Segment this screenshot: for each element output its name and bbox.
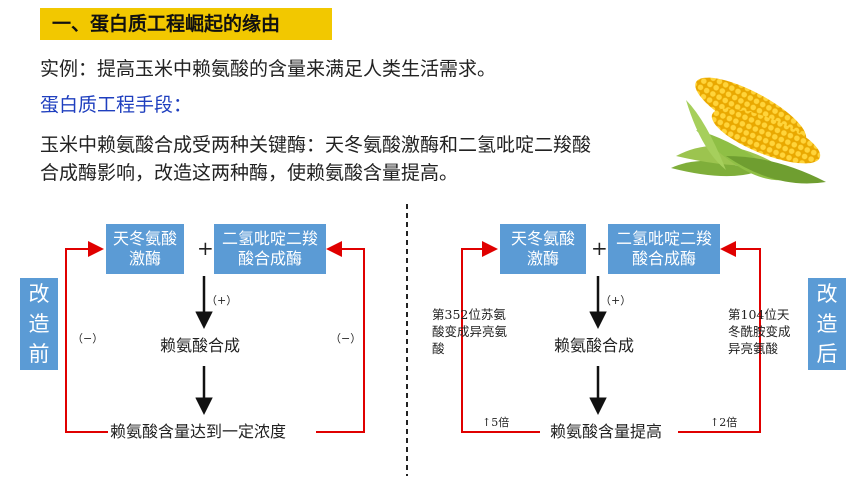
page-title: 一、蛋白质工程崛起的缘由	[52, 13, 281, 35]
before-side-label: 改造前	[20, 278, 58, 370]
feedback-loop-left-after	[461, 241, 540, 433]
corn-image	[671, 77, 826, 184]
plus-sign-before: +	[197, 236, 214, 260]
feedback-loop-left-before	[65, 241, 108, 433]
divider	[406, 204, 408, 476]
plus-sign-after: +	[591, 236, 608, 260]
paragraph-line-1: 玉米中赖氨酸合成受两种关键酶：天冬氨酸激酶和二氢吡啶二羧酸	[40, 134, 592, 156]
paragraph-line-2: 合成酶影响，改造这两种酶，使赖氨酸含量提高。	[40, 162, 459, 184]
example-text: 实例：提高玉米中赖氨酸的含量来满足人类生活需求。	[40, 58, 497, 80]
inhibit-label-right: （−）	[330, 332, 362, 345]
lysine-level-before: 赖氨酸含量达到一定浓度	[110, 422, 287, 441]
enzyme2-box-before: 二氢吡啶二羧酸合成酶	[214, 224, 326, 274]
mutation-label-right: 第104位天冬酰胺变成异亮氨酸	[728, 307, 791, 356]
feedback-loop-right-after	[678, 241, 761, 433]
lysine-level-after: 赖氨酸含量提高	[550, 422, 663, 441]
after-side-label: 改造后	[808, 278, 846, 370]
feedback-loop-right-before	[316, 241, 365, 433]
promote-label-after: （+）	[600, 294, 632, 307]
inhibit-label-left: （−）	[72, 332, 104, 345]
lysine-synthesis-after: 赖氨酸合成	[554, 336, 635, 355]
fold-increase-left: ↑5倍	[482, 416, 510, 429]
mutation-label-left: 第352位苏氨酸变成异亮氨酸	[432, 307, 508, 356]
lysine-synthesis-before: 赖氨酸合成	[160, 336, 241, 355]
title-bar	[40, 8, 332, 40]
enzyme2-box-after: 二氢吡啶二羧酸合成酶	[608, 224, 720, 274]
enzyme1-box-after: 天冬氨酸激酶	[500, 224, 586, 274]
enzyme1-box-before: 天冬氨酸激酶	[106, 224, 184, 274]
method-heading: 蛋白质工程手段：	[40, 94, 193, 116]
promote-label-before: （+）	[206, 294, 238, 307]
fold-increase-right: ↑2倍	[710, 416, 738, 429]
